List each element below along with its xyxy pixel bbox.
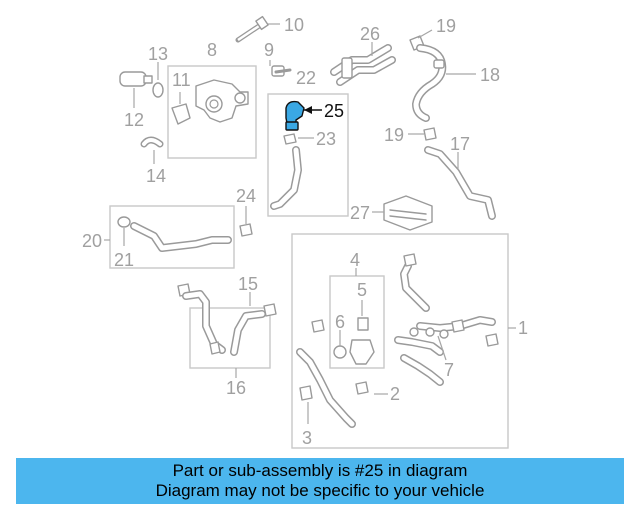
callout-26: 26 xyxy=(360,24,380,44)
callout-15: 15 xyxy=(238,274,258,294)
part-17-pipe[interactable] xyxy=(424,146,496,220)
callout-12: 12 xyxy=(124,110,144,130)
group-box-16 xyxy=(189,307,271,369)
exploded-parts-diagram: 1 2 3 4 5 6 7 8 9 10 11 12 13 14 15 16 1… xyxy=(82,15,528,449)
info-banner: Part or sub-assembly is #25 in diagram D… xyxy=(16,458,624,504)
callout-14: 14 xyxy=(146,166,166,186)
part-14-hose[interactable] xyxy=(140,136,164,164)
part-18-hose[interactable] xyxy=(412,44,476,122)
callout-19-top: 19 xyxy=(436,16,456,36)
part-20-pipe[interactable] xyxy=(104,222,232,252)
part-13-oring[interactable] xyxy=(152,62,164,98)
part-27-oil-cooler[interactable] xyxy=(372,195,433,231)
part-22-hose[interactable] xyxy=(270,146,302,210)
group-box-1 xyxy=(291,233,509,449)
part-5-connector[interactable] xyxy=(349,300,375,365)
callout-22: 22 xyxy=(296,68,316,88)
callout-23: 23 xyxy=(316,129,336,149)
callout-11: 11 xyxy=(172,70,191,90)
callout-13: 13 xyxy=(148,44,168,64)
part-6-oring[interactable] xyxy=(333,330,347,359)
part-25-connector-highlighted[interactable] xyxy=(285,100,322,131)
callout-19-lower: 19 xyxy=(384,125,404,145)
part-11-gasket[interactable] xyxy=(171,92,191,125)
part-12-sensor[interactable] xyxy=(119,71,153,108)
part-9-bolt[interactable] xyxy=(269,60,292,77)
callout-5: 5 xyxy=(357,280,367,300)
part-16-hose-assembly[interactable] xyxy=(177,283,277,378)
callout-1: 1 xyxy=(518,318,528,338)
callout-2: 2 xyxy=(390,384,400,404)
group-box-20 xyxy=(109,205,235,269)
callout-17: 17 xyxy=(450,134,470,154)
callout-8: 8 xyxy=(207,40,217,60)
callout-18: 18 xyxy=(480,65,500,85)
part-26-pipe[interactable] xyxy=(330,42,396,86)
group-box-4 xyxy=(329,275,385,369)
group-box-8 xyxy=(167,65,257,159)
group-box-22 xyxy=(267,93,349,217)
callout-6: 6 xyxy=(335,312,345,332)
part-8-thermostat-housing[interactable] xyxy=(195,79,249,123)
part-1-hose-assembly[interactable] xyxy=(296,253,516,428)
callout-21: 21 xyxy=(114,250,134,270)
banner-line-2: Diagram may not be specific to your vehi… xyxy=(155,481,485,500)
callout-7: 7 xyxy=(444,360,454,380)
banner-line-1: Part or sub-assembly is #25 in diagram xyxy=(172,461,468,480)
part-23-clamp[interactable] xyxy=(283,133,314,145)
part-21-oring[interactable] xyxy=(117,216,131,246)
part-10-bolt[interactable] xyxy=(235,15,280,43)
callout-24: 24 xyxy=(236,186,256,206)
callout-9: 9 xyxy=(264,40,274,60)
part-24-clamp[interactable] xyxy=(239,206,253,237)
callout-25-highlighted: 25 xyxy=(324,101,344,121)
callout-4: 4 xyxy=(350,250,360,270)
callout-27: 27 xyxy=(350,203,370,223)
callout-16: 16 xyxy=(226,378,246,398)
part-19-clamp-lower[interactable] xyxy=(408,127,437,141)
callout-3: 3 xyxy=(302,428,312,448)
callout-10: 10 xyxy=(284,15,304,35)
callout-20: 20 xyxy=(82,231,102,251)
part-7-fittings[interactable] xyxy=(409,327,449,361)
